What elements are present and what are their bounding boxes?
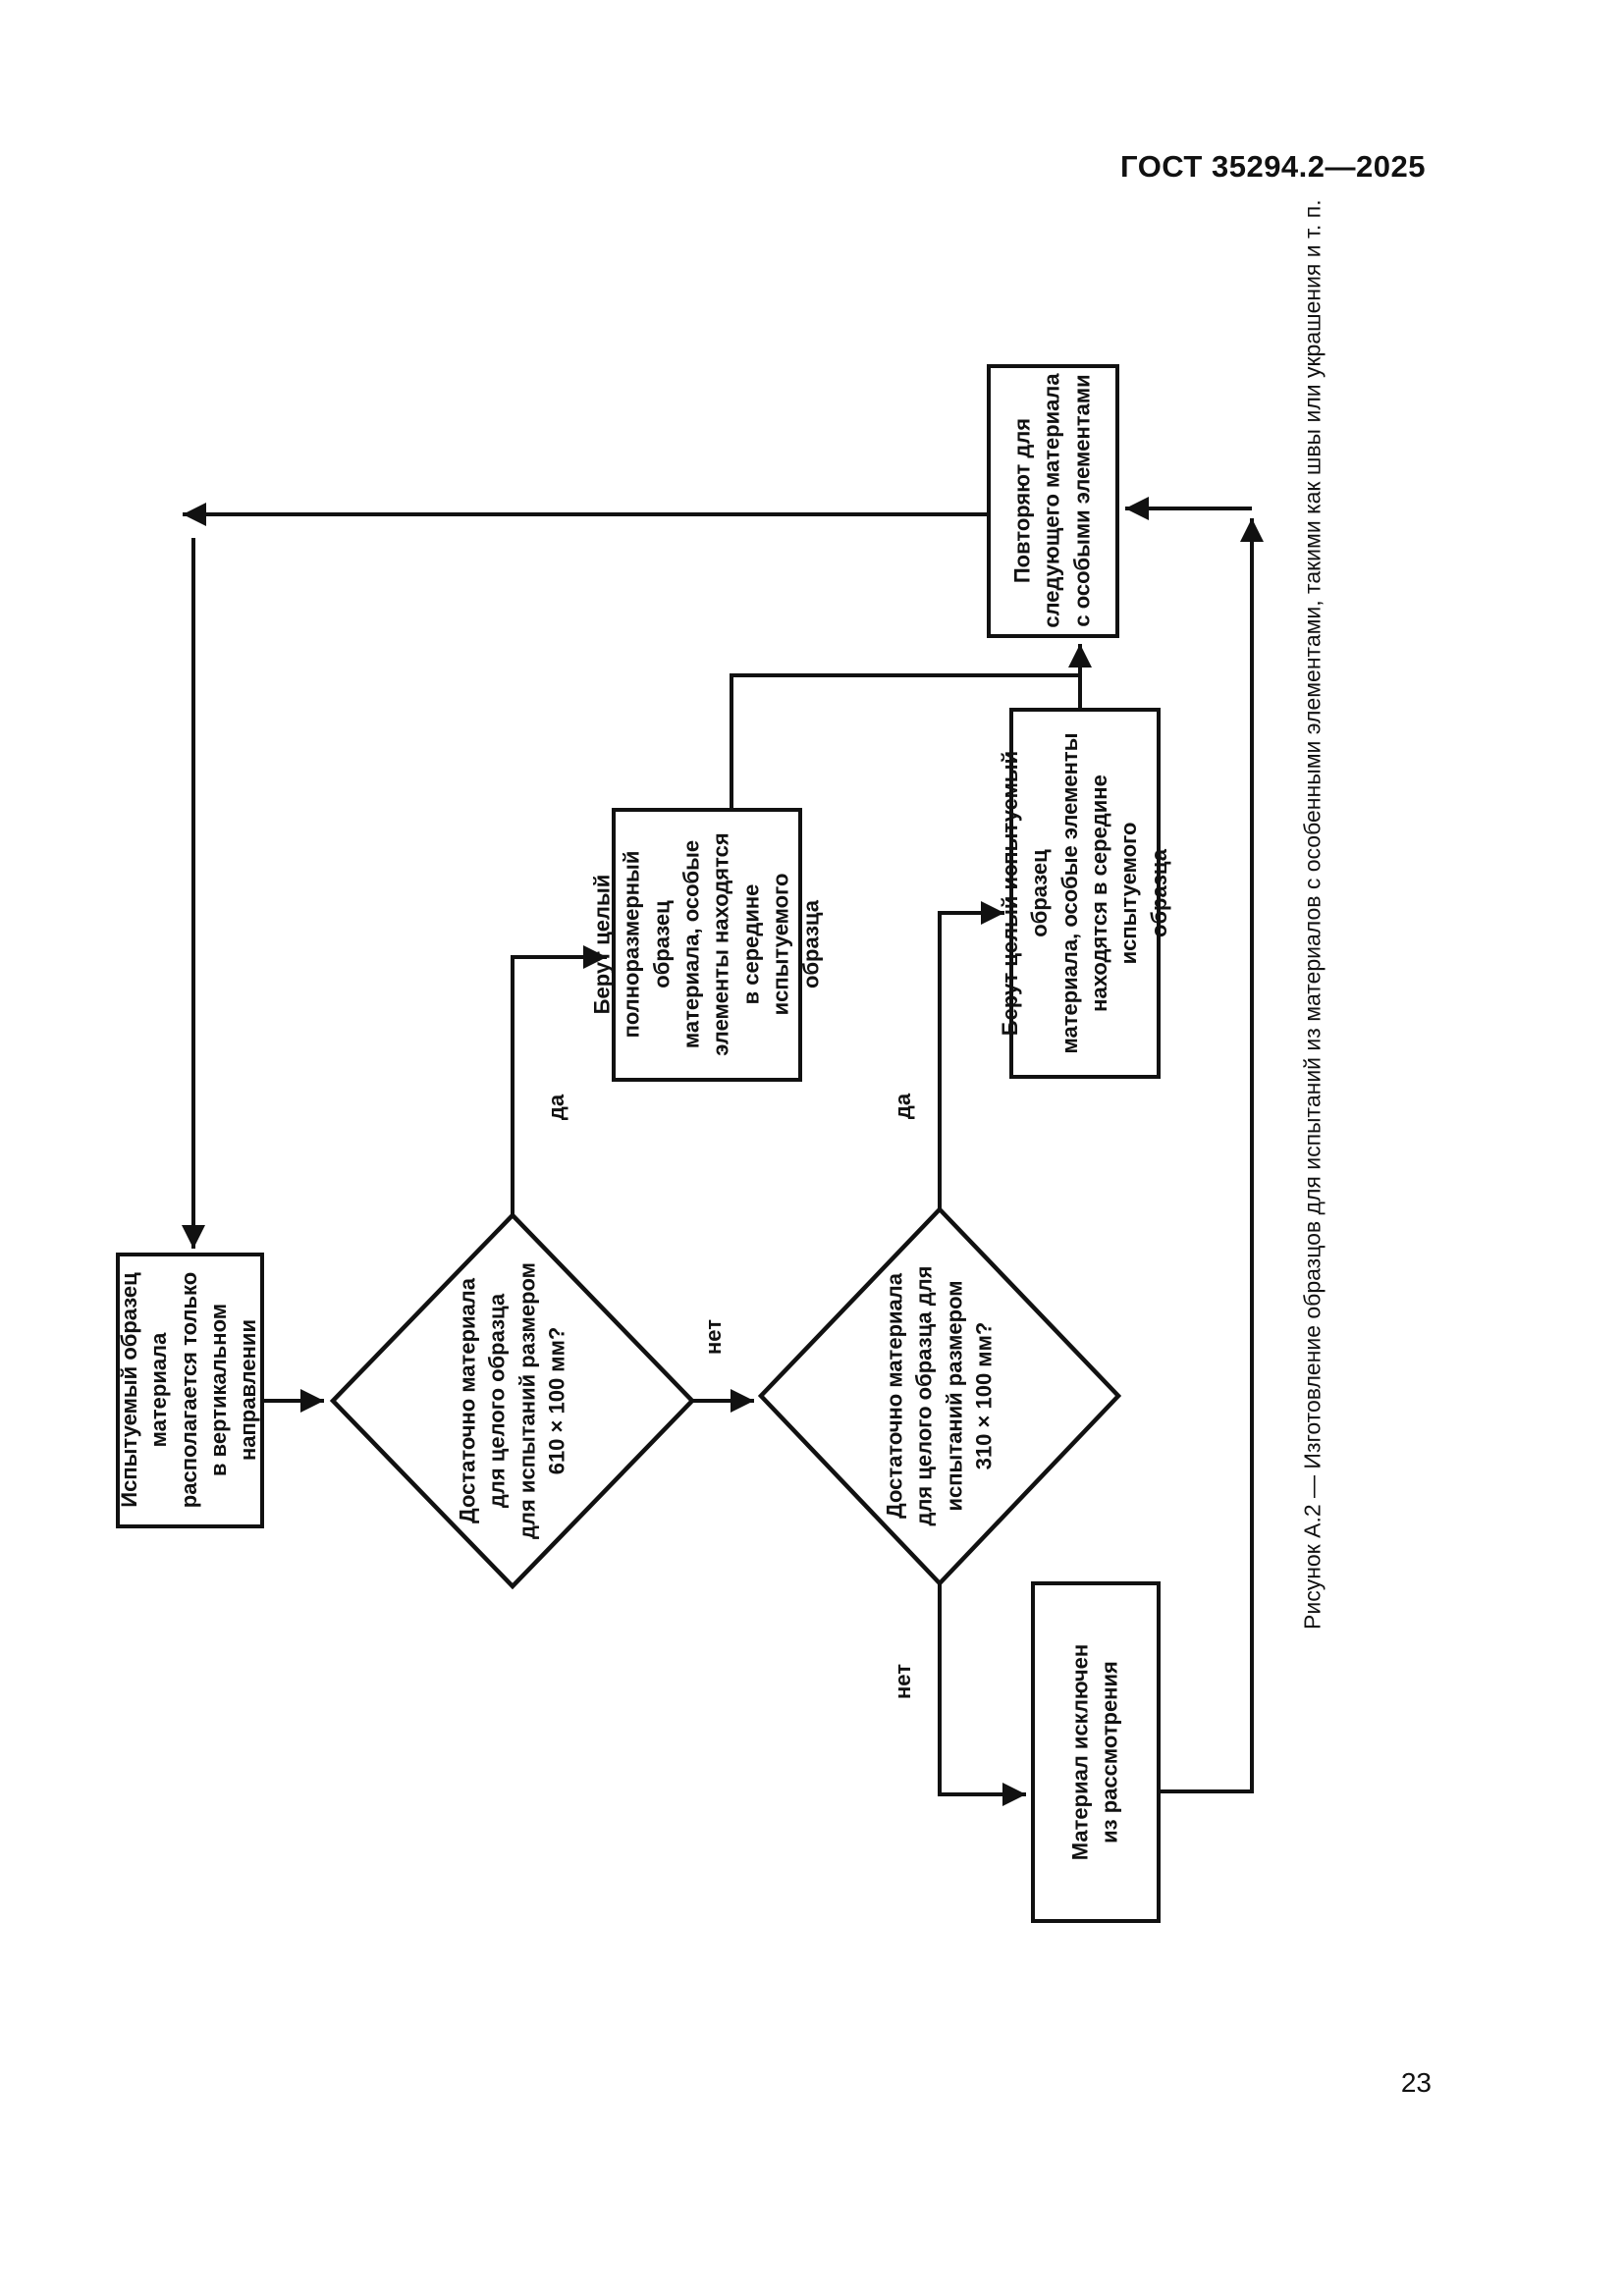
node-fullsize-box — [612, 808, 802, 1082]
connector-excluded-to-repeat-vertical — [1159, 518, 1264, 1793]
connector-decision610-yes — [511, 945, 607, 1215]
page-number: 23 — [1400, 2067, 1432, 2098]
label-yes-decision610: да — [544, 1094, 568, 1121]
node-fullsize-text: Берут целый полноразмерный образец матер… — [589, 832, 824, 1056]
node-repeat-box — [987, 364, 1119, 638]
node-wholesample-box — [1009, 708, 1161, 1079]
label-yes-decision310: да — [891, 1093, 915, 1120]
node-wholesample-text: Берут целый испытуемый образец материала… — [997, 732, 1171, 1054]
node-decision610-text: Достаточно материала для целого образца … — [455, 1262, 569, 1539]
node-decision310-diamond — [757, 1205, 1122, 1587]
node-excluded-box — [1031, 1581, 1161, 1923]
node-excluded-text: Материал исключен из рассмотрения — [1067, 1643, 1122, 1861]
connector-fullsize-up — [730, 673, 1080, 810]
page-header: ГОСТ 35294.2—2025 — [1120, 149, 1426, 184]
connector-decision310-yes — [938, 901, 1004, 1209]
connector-decision310-no — [938, 1583, 1026, 1806]
label-no-decision310: нет — [891, 1663, 915, 1700]
node-start-box — [116, 1253, 264, 1528]
node-decision310-text: Достаточно материала для целого образца … — [882, 1265, 997, 1526]
node-repeat-text: Повторяют для следующего материала с осо… — [1009, 373, 1095, 628]
node-start-text: Испытуемый образец материала располагает… — [117, 1271, 261, 1509]
node-decision610-diamond — [329, 1211, 696, 1590]
figure-caption: Рисунок А.2 — Изготовление образцов для … — [1299, 199, 1326, 1629]
label-no-decision610: нет — [701, 1318, 726, 1356]
